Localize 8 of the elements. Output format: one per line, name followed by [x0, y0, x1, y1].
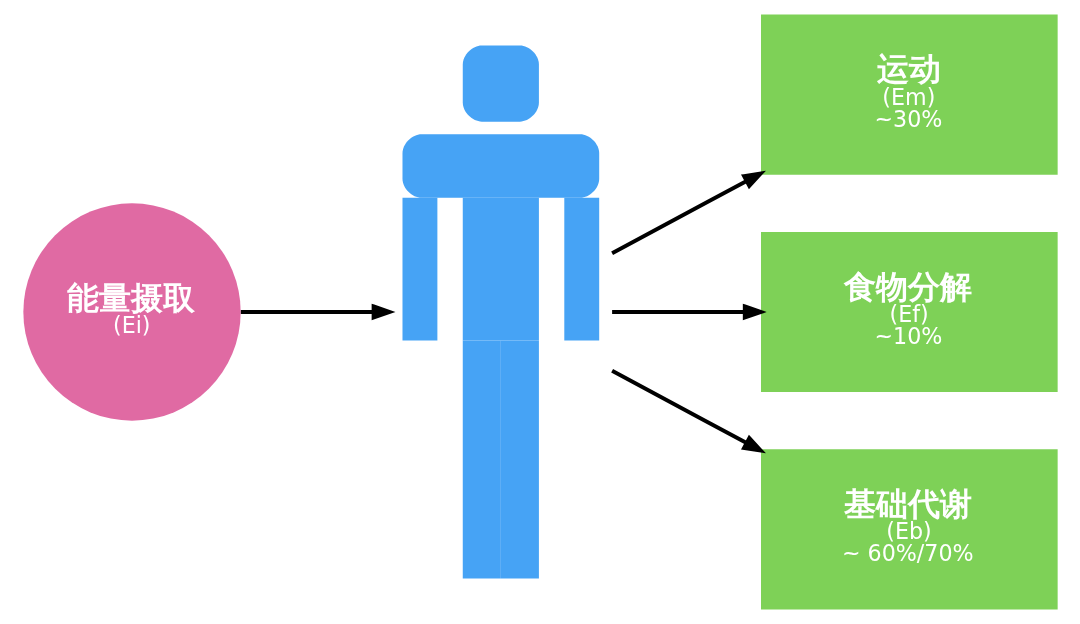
arrow — [611, 303, 767, 321]
node-box: 食物分解 (Ef) ~10% — [760, 231, 1058, 393]
arrow — [610, 170, 766, 255]
arrow — [240, 303, 395, 321]
arrow — [610, 369, 766, 454]
node-circle: 能量摄取 (Ei) — [22, 203, 241, 421]
node-box: 基础代谢 (Eb) ~ 60%/70% — [760, 449, 1058, 610]
node-box: 运动 (Em) ~30% — [760, 14, 1058, 175]
